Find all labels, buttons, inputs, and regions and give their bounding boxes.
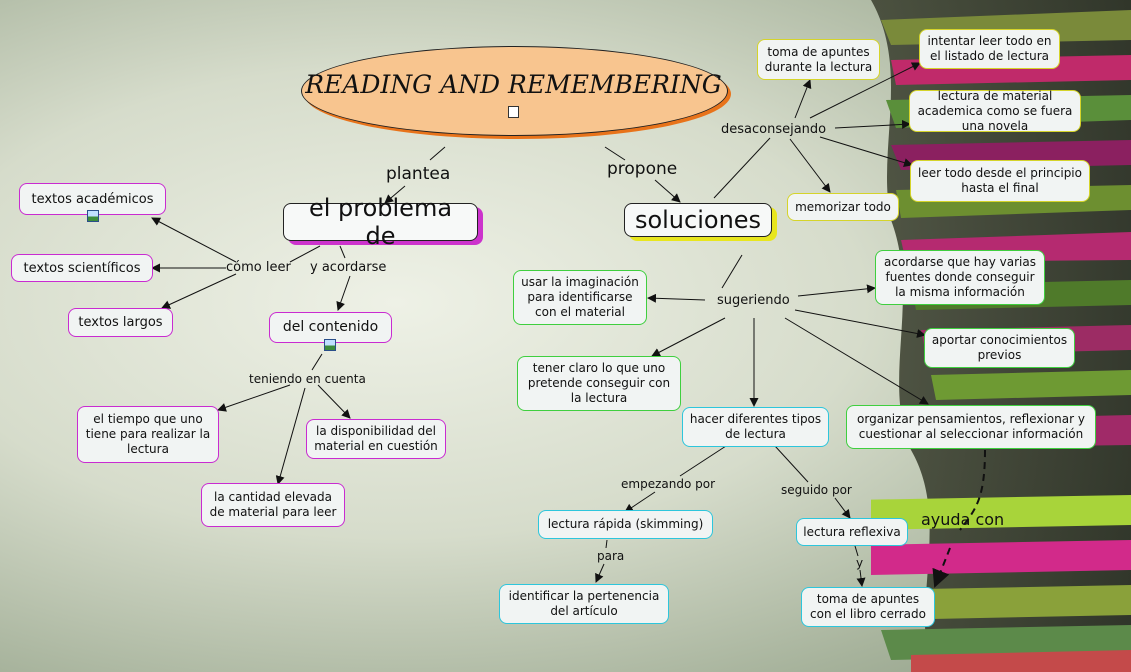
- link-plantea: plantea: [386, 164, 451, 184]
- node-identificar-pertenencia[interactable]: identificar la pertenencia del artículo: [499, 584, 669, 624]
- node-toma-de-apuntes[interactable]: toma de apuntes durante la lectura: [757, 39, 880, 80]
- image-icon[interactable]: [87, 210, 99, 222]
- node-textos-cientificos[interactable]: textos scientíficos: [11, 254, 153, 282]
- node-textos-academicos[interactable]: textos académicos: [19, 183, 166, 215]
- node-soluciones[interactable]: soluciones: [624, 203, 772, 237]
- document-icon[interactable]: [508, 106, 519, 118]
- link-seguido-por: seguido por: [781, 483, 852, 497]
- link-y-acordarse: y acordarse: [310, 260, 387, 275]
- title-node[interactable]: [301, 46, 728, 136]
- node-leer-todo-desde[interactable]: leer todo desde el principio hasta el fi…: [910, 160, 1090, 202]
- node-textos-largos[interactable]: textos largos: [68, 308, 173, 337]
- link-sugeriendo: sugeriendo: [717, 293, 790, 308]
- link-como-leer: cómo leer: [226, 260, 291, 275]
- link-desaconsejando: desaconsejando: [721, 122, 827, 137]
- node-el-problema-de[interactable]: el problema de: [283, 194, 478, 250]
- node-toma-libro-cerrado[interactable]: toma de apuntes con el libro cerrado: [801, 587, 935, 627]
- node-hacer-diferentes-tipos[interactable]: hacer diferentes tipos de lectura: [682, 407, 829, 447]
- node-lectura-reflexiva[interactable]: lectura reflexiva: [796, 518, 908, 546]
- link-para: para: [597, 549, 625, 563]
- image-icon[interactable]: [324, 339, 336, 351]
- node-memorizar-todo[interactable]: memorizar todo: [787, 193, 899, 221]
- node-aportar-conocimientos[interactable]: aportar conocimientos previos: [924, 328, 1075, 368]
- link-y: y: [856, 556, 864, 570]
- node-acordarse-fuentes[interactable]: acordarse que hay varias fuentes donde c…: [875, 250, 1045, 305]
- node-usar-la-imaginacion[interactable]: usar la imaginación para identificarse c…: [513, 270, 647, 325]
- node-lectura-rapida[interactable]: lectura rápida (skimming): [538, 510, 713, 539]
- title-text: READING AND REMEMBERING: [305, 70, 722, 99]
- node-el-tiempo[interactable]: el tiempo que uno tiene para realizar la…: [77, 406, 219, 463]
- node-lectura-de-material[interactable]: lectura de material academica como se fu…: [909, 89, 1081, 133]
- node-intentar-leer-todo[interactable]: intentar leer todo en el listado de lect…: [919, 29, 1060, 69]
- link-ayuda-con: ayuda con: [921, 510, 1005, 529]
- link-empezando-por: empezando por: [621, 477, 715, 491]
- node-la-disponibilidad[interactable]: la disponibilidad del material en cuesti…: [306, 419, 446, 459]
- node-organizar-pensamientos[interactable]: organizar pensamientos, reflexionar y cu…: [846, 405, 1096, 449]
- node-la-cantidad[interactable]: la cantidad elevada de material para lee…: [201, 483, 345, 527]
- link-propone: propone: [607, 159, 678, 179]
- node-tener-claro[interactable]: tener claro lo que uno pretende consegui…: [517, 356, 681, 411]
- link-teniendo-en-cuenta: teniendo en cuenta: [249, 372, 366, 386]
